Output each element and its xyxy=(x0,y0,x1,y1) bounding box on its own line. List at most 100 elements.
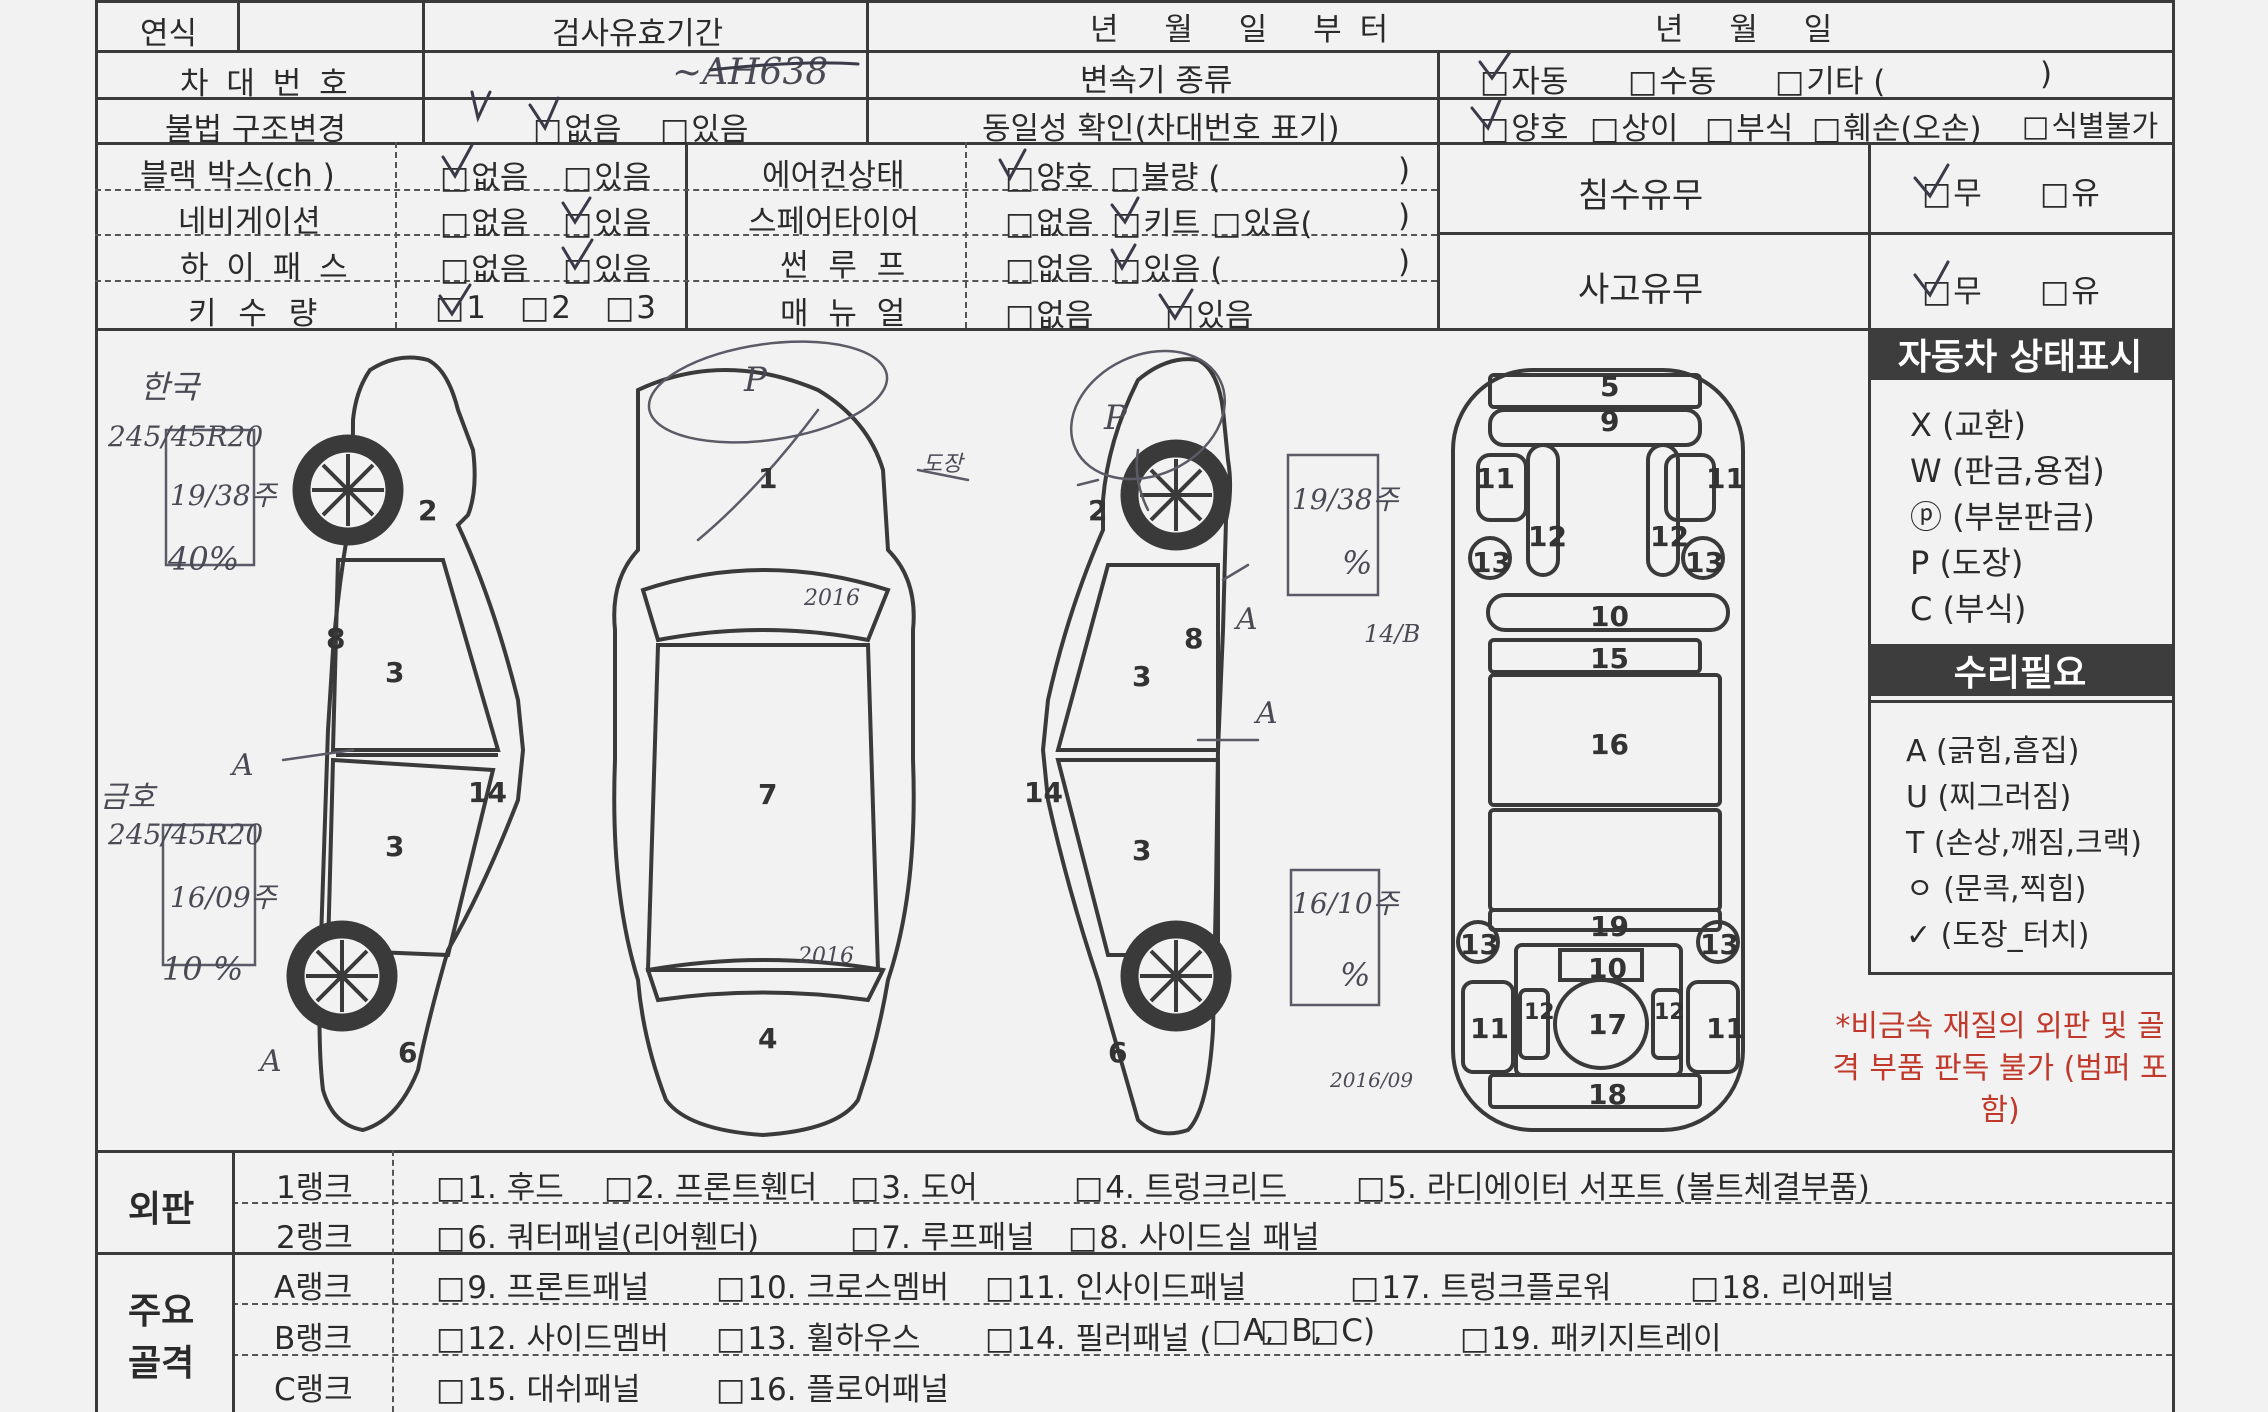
hipass-none-checkbox[interactable]: 없음 xyxy=(440,244,528,289)
repair-legend-item: ✓ (도장_터치) xyxy=(1906,918,2090,953)
hw-mark-a: A xyxy=(1236,602,1258,637)
manual-none-checkbox[interactable]: 없음 xyxy=(1005,290,1093,335)
identity-corrode-checkbox[interactable]: 부식 xyxy=(1705,103,1793,148)
trans-manual-checkbox[interactable]: 수동 xyxy=(1628,56,1716,101)
hw-rear-tire-brand: 금호 xyxy=(100,780,156,815)
part-hood-checkbox[interactable]: 1. 후드 xyxy=(436,1162,563,1207)
table-rule xyxy=(1868,142,1871,328)
illegal-yes-checkbox[interactable]: 있음 xyxy=(660,104,748,149)
hw-rear-date: 16/09주 xyxy=(170,881,277,914)
key-3-checkbox[interactable]: 3 xyxy=(605,290,656,326)
repair-legend-title: 수리필요 xyxy=(1868,644,2172,696)
part-quarter-panel-checkbox[interactable]: 6. 쿼터패널(리어휀더) xyxy=(436,1212,759,1257)
part-package-tray-checkbox[interactable]: 19. 패키지트레이 xyxy=(1460,1313,1721,1358)
panel-number: 6 xyxy=(398,1036,418,1069)
hw-front-tire-brand: 한국 xyxy=(140,368,199,406)
hipass-yes-checkbox[interactable]: 있음 xyxy=(563,244,651,289)
hw-front-tire-size: 245/45R20 xyxy=(108,420,264,453)
trans-other-close: ) xyxy=(2040,56,2053,92)
pillar-c-checkbox[interactable]: C) xyxy=(1310,1313,1375,1349)
identity-diff-checkbox[interactable]: 상이 xyxy=(1590,103,1678,148)
blackbox-yes-checkbox[interactable]: 있음 xyxy=(563,152,651,197)
part-front-fender-checkbox[interactable]: 2. 프론트휀더 xyxy=(604,1162,817,1207)
identity-good-checkbox[interactable]: 양호 xyxy=(1480,103,1568,148)
blackbox-label: 블랙 박스(ch ) xyxy=(140,158,335,194)
dashed-rule xyxy=(392,1150,394,1412)
table-border-left xyxy=(95,0,98,1412)
illegal-none-checkbox[interactable]: 없음 xyxy=(533,104,621,149)
trans-other-checkbox[interactable]: 기타 ( xyxy=(1775,56,1885,101)
panel-number: 5 xyxy=(1600,370,1620,403)
aircon-close: ) xyxy=(1398,152,1411,188)
navi-yes-checkbox[interactable]: 있음 xyxy=(563,198,651,243)
navi-none-checkbox[interactable]: 없음 xyxy=(440,198,528,243)
table-rule xyxy=(95,97,2175,100)
part-pillar-panel-checkbox[interactable]: 14. 필러패널 ( xyxy=(985,1313,1211,1358)
blackbox-none-checkbox[interactable]: 없음 xyxy=(440,152,528,197)
panel-number: 8 xyxy=(326,622,346,655)
part-door-checkbox[interactable]: 3. 도어 xyxy=(850,1162,977,1207)
aircon-good-checkbox[interactable]: 양호 xyxy=(1005,152,1093,197)
hw-note-date: 2016 xyxy=(804,586,860,611)
table-rule xyxy=(237,0,240,50)
identity-unknown-checkbox[interactable]: 식별불가 xyxy=(2022,103,2158,145)
manual-yes-checkbox[interactable]: 있음 xyxy=(1165,290,1253,335)
panel-number: 1 xyxy=(758,462,778,495)
spare-kit-checkbox[interactable]: 키트 xyxy=(1112,198,1200,243)
panel-number: 6 xyxy=(1108,1036,1128,1069)
panel-number: 13 xyxy=(1700,928,1739,961)
part-radiator-support-checkbox[interactable]: 5. 라디에이터 서포트 (볼트체결부품) xyxy=(1356,1162,1870,1207)
key-2-checkbox[interactable]: 2 xyxy=(520,290,571,326)
identity-damage-checkbox[interactable]: 훼손(오손) xyxy=(1812,103,1981,148)
part-inside-panel-checkbox[interactable]: 11. 인사이드패널 xyxy=(985,1262,1246,1307)
accident-no-checkbox[interactable]: 무 xyxy=(1922,266,1982,311)
part-trunk-floor-checkbox[interactable]: 17. 트렁크플로워 xyxy=(1350,1262,1611,1307)
rank2-label: 2랭크 xyxy=(276,1220,353,1256)
key-1-checkbox[interactable]: 1 xyxy=(435,290,486,326)
spare-tire-label: 스페어타이어 xyxy=(748,204,920,240)
repair-legend-item: ㅇ (문콕,찍힘) xyxy=(1906,872,2087,907)
panel-number: 17 xyxy=(1588,1008,1627,1041)
panel-number: 13 xyxy=(1460,928,1499,961)
flood-no-checkbox[interactable]: 무 xyxy=(1922,168,1982,213)
part-roof-panel-checkbox[interactable]: 7. 루프패널 xyxy=(850,1212,1035,1257)
year-label: 연식 xyxy=(140,16,198,52)
panel-number: 2 xyxy=(418,494,438,527)
aircon-bad-checkbox[interactable]: 불량 ( xyxy=(1110,152,1220,197)
panel-number: 3 xyxy=(385,656,405,689)
spare-none-checkbox[interactable]: 없음 xyxy=(1005,198,1093,243)
frame-label-line1: 주요 xyxy=(128,1291,195,1332)
panel-number: 2 xyxy=(1088,494,1108,527)
panel-number: 12 xyxy=(1654,1000,1685,1025)
table-rule xyxy=(95,50,2175,53)
status-legend-item: ⓟ (부분판금) xyxy=(1910,498,2095,536)
table-rule xyxy=(95,328,2175,331)
flood-yes-checkbox[interactable]: 유 xyxy=(2040,168,2100,213)
exterior-label: 외판 xyxy=(128,1189,195,1230)
dashed-rule xyxy=(395,142,397,328)
sunroof-none-checkbox[interactable]: 없음 xyxy=(1005,244,1093,289)
vin-handwritten: ~AH638 xyxy=(672,52,829,93)
accident-yes-checkbox[interactable]: 유 xyxy=(2040,266,2100,311)
sunroof-yes-checkbox[interactable]: 있음 ( xyxy=(1112,244,1222,289)
part-floor-panel-checkbox[interactable]: 16. 플로어패널 xyxy=(716,1364,949,1409)
transmission-label: 변속기 종류 xyxy=(1080,63,1233,99)
part-side-member-checkbox[interactable]: 12. 사이드멤버 xyxy=(436,1313,669,1358)
part-front-panel-checkbox[interactable]: 9. 프론트패널 xyxy=(436,1262,649,1307)
trans-auto-checkbox[interactable]: 자동 xyxy=(1480,56,1568,101)
aircon-label: 에어컨상태 xyxy=(762,158,905,194)
part-rear-panel-checkbox[interactable]: 18. 리어패널 xyxy=(1690,1262,1894,1307)
part-side-sill-checkbox[interactable]: 8. 사이드실 패널 xyxy=(1068,1212,1319,1257)
repair-legend-item: A (긁힘,흠집) xyxy=(1906,734,2080,769)
part-trunk-lid-checkbox[interactable]: 4. 트렁크리드 xyxy=(1074,1162,1287,1207)
panel-number: 12 xyxy=(1528,520,1567,553)
hw-mark-a: A xyxy=(232,748,254,783)
part-dash-panel-checkbox[interactable]: 15. 대쉬패널 xyxy=(436,1364,640,1409)
hw-mark-a: A xyxy=(260,1044,282,1079)
status-legend-item: W (판금,용접) xyxy=(1910,452,2105,490)
part-cross-member-checkbox[interactable]: 10. 크로스멤버 xyxy=(716,1262,949,1307)
valid-period-label: 검사유효기간 xyxy=(552,16,724,52)
part-wheel-house-checkbox[interactable]: 13. 휠하우스 xyxy=(716,1313,920,1358)
spare-yes-checkbox[interactable]: 있음( xyxy=(1212,198,1312,243)
hw-right-rear-date: 16/10주 xyxy=(1292,887,1399,920)
